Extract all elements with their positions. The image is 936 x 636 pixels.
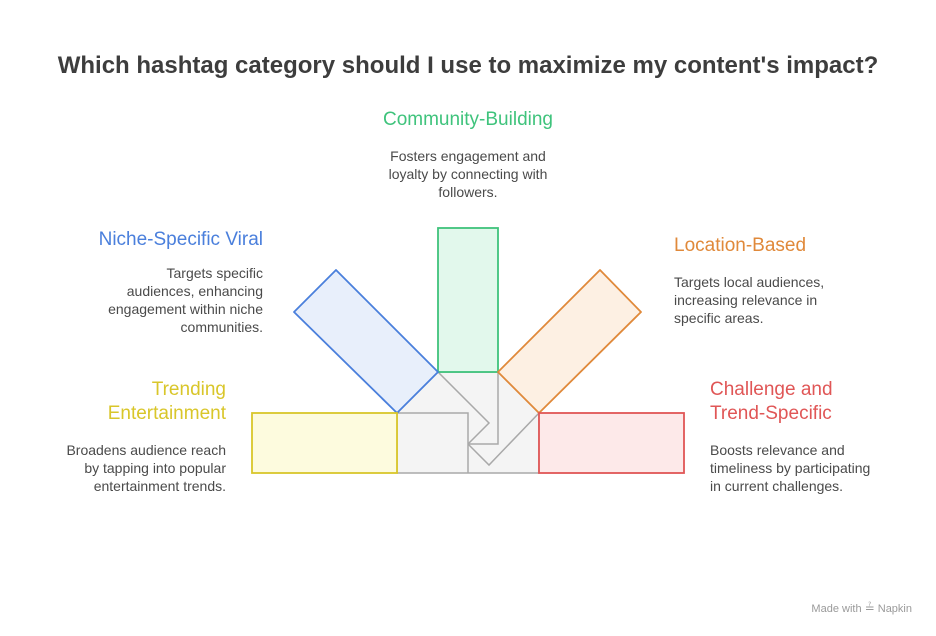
brand-prefix: Made with <box>811 603 862 615</box>
location-based-heading: Location-Based <box>674 235 807 256</box>
center-hub-inner-line <box>437 371 491 445</box>
trending-entertainment-bar <box>251 412 398 474</box>
challenge-trend-specific-bar <box>538 412 685 474</box>
challenge-trend-specific-heading: Challenge and Trend-Specific <box>710 379 833 424</box>
community-building-heading: Community-Building <box>382 109 553 130</box>
diagram-title: Which hashtag category should I use to m… <box>57 52 879 79</box>
location-based-description: Targets local audiences, increasing rele… <box>674 274 825 326</box>
center-hub-inner-line <box>397 412 469 473</box>
location-based-bar <box>497 269 642 414</box>
made-with-napkin-badge[interactable]: Made with ≟ Napkin <box>811 601 912 615</box>
trending-entertainment-heading: Trending Entertainment <box>107 379 226 424</box>
napkin-logo-icon: ≟ <box>864 601 875 615</box>
niche-specific-viral-description: Targets specific audiences, enhancing en… <box>108 265 263 335</box>
trending-entertainment-description: Broadens audience reach by tapping into … <box>66 442 226 494</box>
community-building-description: Fosters engagement and loyalty by connec… <box>388 148 548 200</box>
center-hub-inner-line <box>468 372 499 445</box>
community-building-bar <box>437 227 499 373</box>
brand-name: Napkin <box>877 603 912 615</box>
challenge-trend-specific-description: Boosts relevance and timeliness by parti… <box>710 442 871 494</box>
niche-specific-viral-bar <box>293 269 439 414</box>
niche-specific-viral-heading: Niche-Specific Viral <box>98 229 263 250</box>
center-hub-inner-line <box>467 412 540 467</box>
